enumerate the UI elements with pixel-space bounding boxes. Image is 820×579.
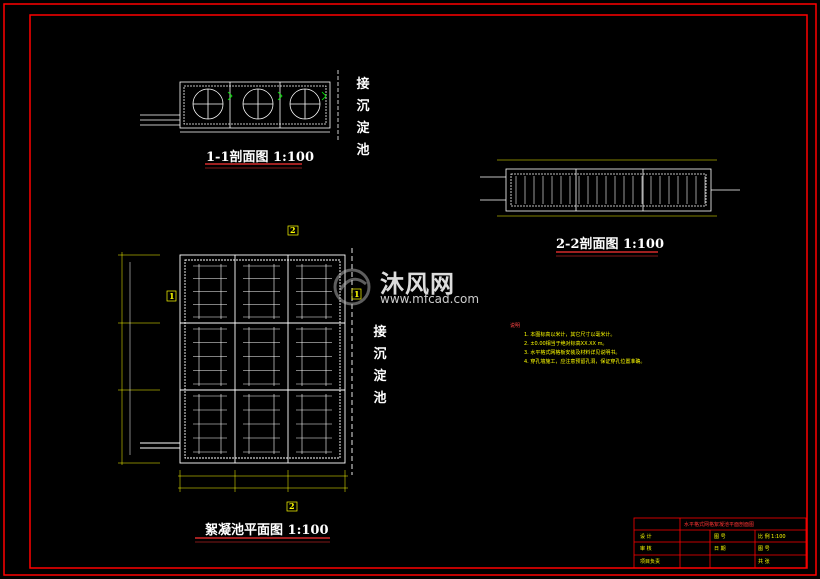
notes-heading: 说明	[510, 323, 521, 329]
design-notes: 说明 1. 本图标高以米计，其它尺寸以毫米计。 2. ±0.00相当于绝对标高X…	[510, 322, 645, 367]
title-block-r2c1: 审 核	[640, 546, 652, 552]
notes-item-3: 3. 水平格式网格板安装及材料详见说明书。	[524, 350, 621, 356]
section-marker-1-left-label: 1	[169, 291, 175, 301]
title-block-r1c3: 比 例 1:100	[758, 534, 786, 540]
section-marker-2-bottom-label: 2	[289, 501, 295, 511]
watermark-logo-icon	[333, 268, 371, 306]
section-2-2	[480, 159, 740, 217]
side-label-top-char-4: 池	[356, 143, 370, 158]
section-marker-2-bottom	[286, 501, 298, 512]
title-block-r1c1: 设 计	[640, 534, 652, 540]
side-label-plan-char-1: 接	[373, 325, 387, 340]
notes-item-1: 1. 本图标高以米计，其它尺寸以毫米计。	[524, 332, 616, 338]
title-block-r3c3: 共 张	[758, 559, 770, 565]
section-marker-1-left	[166, 290, 177, 302]
section-marker-1-right-label: 1	[354, 289, 360, 299]
plan-grid-plates	[193, 264, 332, 454]
title-block-r3c1: 项目负责	[640, 559, 661, 565]
title-block-project-title: 水平格式网格絮凝池平面剖面图	[684, 522, 755, 528]
section-marker-2-top	[287, 225, 299, 236]
notes-item-4: 4. 穿孔墙施工，应注意预留孔洞，保证穿孔位置准确。	[524, 359, 646, 365]
watermark-url: www.mfcad.com	[380, 292, 480, 306]
side-label-plan-char-3: 淀	[373, 369, 387, 384]
side-label-plan: 接 沉 淀 池	[372, 322, 388, 410]
title-block	[633, 517, 807, 569]
title-block-r1c2: 图 号	[714, 534, 726, 540]
section-1-1-accents	[227, 91, 327, 101]
side-label-top: 接 沉 淀 池	[355, 74, 371, 162]
drawing-border-outer	[3, 3, 817, 576]
title-block-r2c3: 图 号	[758, 546, 770, 552]
watermark-brand: 沐风网	[380, 270, 455, 298]
side-label-top-char-2: 沉	[356, 99, 370, 114]
section-2-2-grid-bars	[515, 176, 706, 204]
notes-item-2: 2. ±0.00相当于绝对标高XX.XX m。	[524, 341, 608, 347]
section-1-1	[140, 70, 339, 140]
plan-title: 絮凝池平面图 1:100	[205, 523, 329, 538]
plan-dimensions	[118, 252, 348, 492]
side-label-plan-char-4: 池	[373, 391, 387, 406]
section-2-2-title: 2-2剖面图 1:100	[556, 237, 664, 252]
section-1-1-title: 1-1剖面图 1:100	[206, 150, 314, 165]
side-label-top-char-1: 接	[356, 77, 370, 92]
section-marker-1-right	[351, 288, 362, 300]
drawing-border-inner	[29, 14, 808, 569]
title-block-r2c2: 日 期	[714, 546, 726, 552]
plan-view	[140, 248, 353, 475]
section-marker-2-top-label: 2	[290, 225, 296, 235]
side-label-top-char-3: 淀	[356, 121, 370, 136]
side-label-plan-char-2: 沉	[373, 347, 387, 362]
